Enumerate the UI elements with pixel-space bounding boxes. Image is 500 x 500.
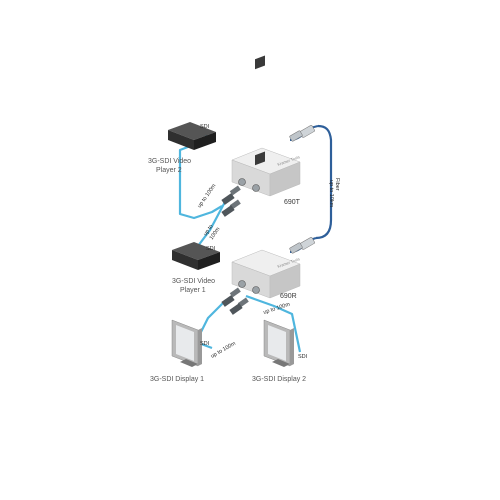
- display2-label: 3G-SDI Display 2: [252, 376, 306, 383]
- player2-length-label: up to 100m: [197, 183, 218, 209]
- kramer-logo-icon: [255, 55, 265, 70]
- kramer-logo-icon: [255, 151, 265, 166]
- fiber-length-label: up to 10km: [328, 180, 334, 208]
- player2-label-line2: Player 2: [156, 167, 182, 174]
- bnc-connector-icon: [238, 280, 246, 288]
- display1-length-label: up to 100m: [210, 341, 237, 360]
- display-2-monitor-icon: [263, 319, 294, 367]
- sdi-cable-display2: [245, 294, 302, 353]
- sdi-cable-player1: [197, 199, 227, 247]
- display1-sdi-label: SDI: [200, 341, 210, 347]
- bnc-connector-icon: [252, 286, 260, 294]
- player1-label-line1: 3G-SDI Video: [172, 278, 215, 285]
- player1-sdi-label: SDI: [206, 246, 216, 252]
- player2-label-line1: 3G-SDI Video: [148, 158, 191, 165]
- bnc-connector-icon: [252, 184, 260, 192]
- video-player-2: [168, 122, 216, 150]
- player2-sdi-label: SDI: [200, 124, 210, 130]
- display2-sdi-label: SDI: [298, 354, 308, 360]
- display1-label: 3G-SDI Display 1: [150, 376, 204, 383]
- bnc-connector-icon: [238, 178, 246, 186]
- transmitter-690t: [221, 55, 301, 217]
- receiver-690r: [221, 151, 301, 315]
- display-1-monitor-icon: [171, 319, 202, 367]
- player1-label-line2: Player 1: [180, 287, 206, 294]
- receiver-model-label: 690R: [280, 293, 297, 300]
- fiber-cable: [289, 124, 333, 254]
- player1-length-line1: up to: [203, 224, 215, 237]
- fiber-label: Fiber: [334, 178, 340, 191]
- transmitter-model-label: 690T: [284, 199, 301, 206]
- video-player-1: [172, 242, 220, 270]
